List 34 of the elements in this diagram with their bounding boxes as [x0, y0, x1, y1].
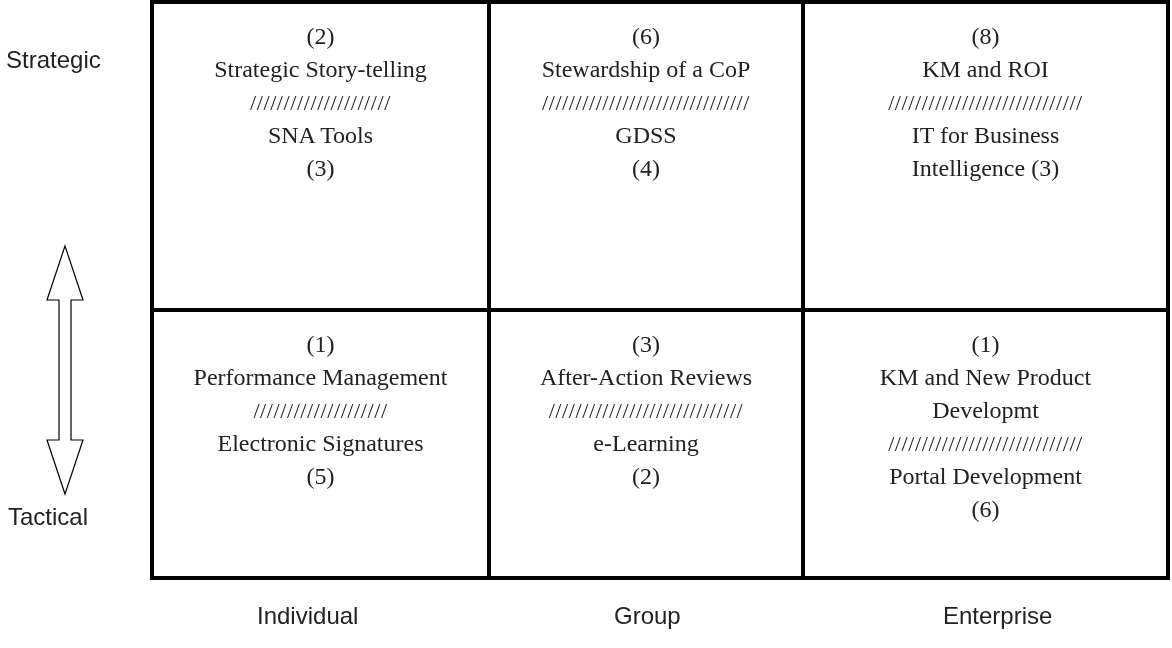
axis-label: Individual	[257, 602, 359, 630]
cell-number: (1)	[970, 330, 1001, 359]
topic-text: KM and New Product Developmt	[878, 363, 1093, 425]
topic-text: Portal Development	[888, 462, 1083, 491]
topic-text: SNA Tools	[266, 121, 375, 150]
topic-text: Stewardship of a CoP	[540, 55, 752, 84]
axis-label: Enterprise	[943, 602, 1053, 630]
topic-text: Electronic Signatures	[216, 429, 425, 458]
separator-line-text: /////////////////////////////	[888, 430, 1083, 458]
cell-number: (1)	[305, 330, 336, 359]
cell-number: (3)	[305, 154, 336, 183]
separator-line-text: /////////////////////////////	[888, 89, 1083, 117]
topic-text: KM and ROI	[921, 55, 1050, 84]
topic-text: IT for Business Intelligence (3)	[910, 121, 1061, 183]
topic-text: After-Action Reviews	[538, 363, 754, 392]
cell-number: (6)	[631, 22, 661, 51]
topic-text: e-Learning	[592, 429, 700, 458]
cell-number: (6)	[970, 495, 1001, 524]
topic-text: GDSS	[614, 121, 678, 150]
cell-number: (8)	[970, 22, 1001, 51]
cell-number: (3)	[631, 330, 661, 359]
separator-line-text: ////////////////////	[253, 397, 388, 425]
topic-text: Performance Management	[192, 363, 449, 392]
cell-number: (5)	[305, 462, 336, 491]
cell-number: (2)	[305, 22, 336, 51]
separator-line-text: /////////////////////////////	[548, 397, 744, 425]
separator-line-text: ///////////////////////////////	[541, 89, 751, 117]
topic-text: Strategic Story-telling	[213, 55, 428, 84]
cell-number: (2)	[631, 462, 661, 491]
axis-label: Strategic	[6, 46, 101, 74]
axis-label: Tactical	[8, 503, 89, 531]
separator-line-text: /////////////////////	[250, 89, 391, 117]
cell-number: (4)	[631, 154, 661, 183]
axis-label: Group	[614, 602, 681, 630]
